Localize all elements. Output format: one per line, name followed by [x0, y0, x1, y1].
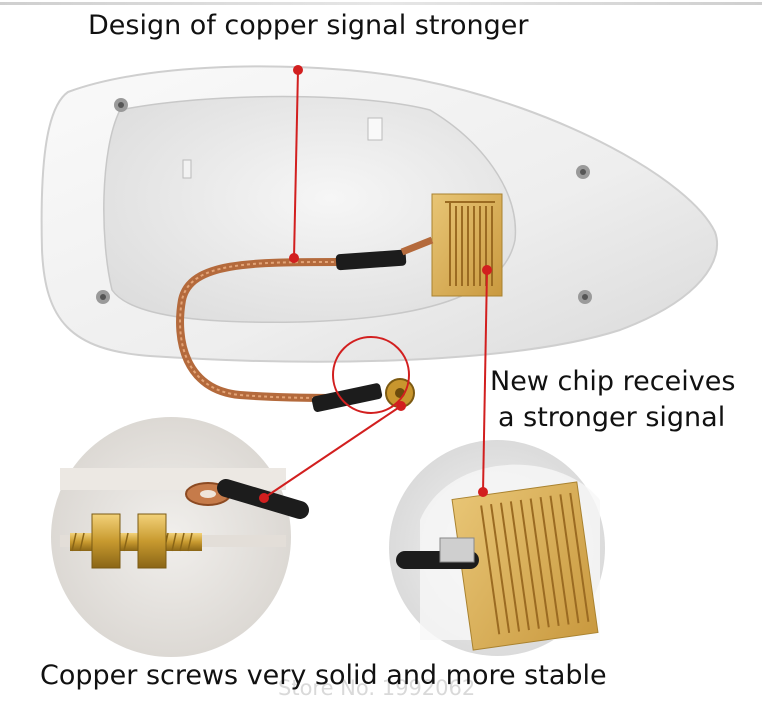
- copper-screw-detail: [51, 417, 309, 657]
- shell-screw: [576, 165, 590, 179]
- antenna-shell: [40, 65, 719, 363]
- antenna-chip-board: [431, 193, 503, 297]
- shell-screw: [578, 290, 592, 304]
- copper-cable: [176, 236, 434, 412]
- caption-new-chip-line2: a stronger signal: [498, 402, 726, 433]
- caption-copper-design: Design of copper signal stronger: [88, 10, 529, 41]
- caption-new-chip-line1: New chip receives: [490, 366, 736, 397]
- shell-screw: [96, 290, 110, 304]
- caption-copper-screws: Copper screws very solid and more stable: [40, 660, 607, 691]
- store-watermark: Store No. 1992062: [278, 676, 476, 700]
- connector-highlight-circle: [332, 336, 410, 414]
- shell-screw: [114, 98, 128, 112]
- top-border-line: [0, 2, 762, 5]
- callout-pointers: [259, 65, 492, 503]
- chip-board-detail: [389, 440, 605, 656]
